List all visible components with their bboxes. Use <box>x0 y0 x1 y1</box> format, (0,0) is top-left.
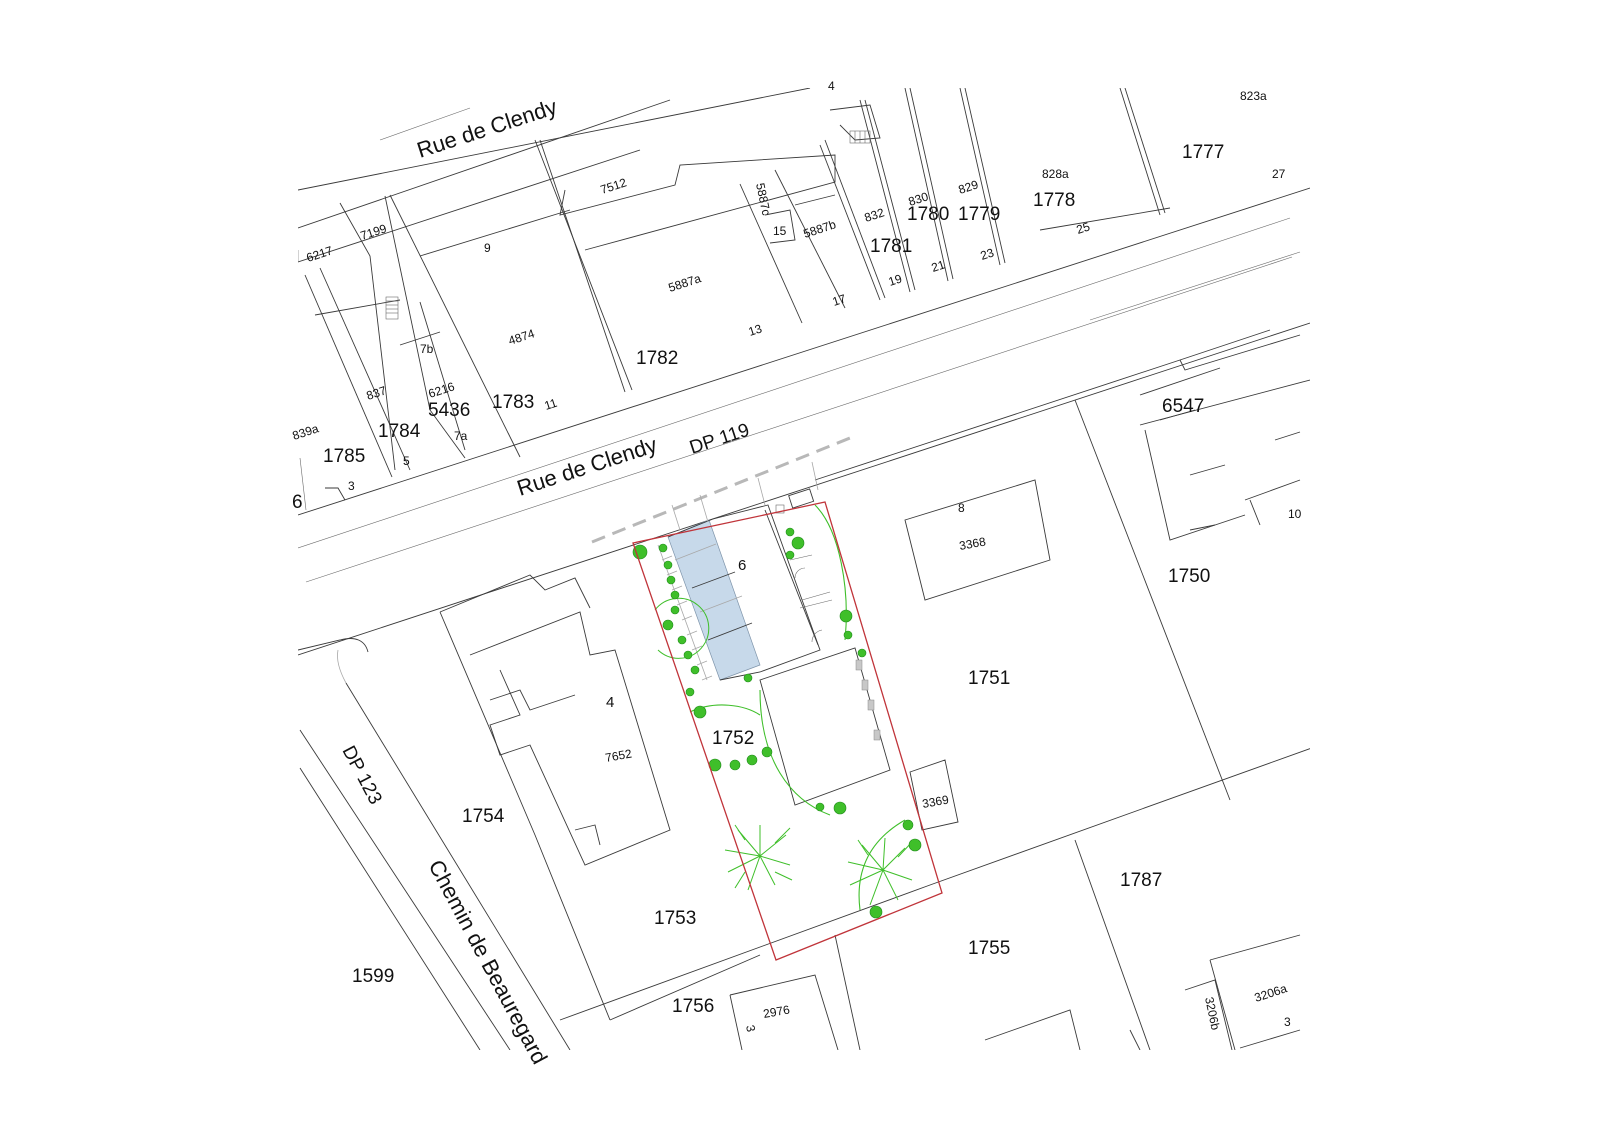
parcel-1779: 1779 <box>958 204 1000 225</box>
parcel-13: 13 <box>747 321 764 339</box>
solar-panel-array <box>667 519 761 681</box>
parcel-832: 832 <box>863 205 887 225</box>
parcel-823a: 823a <box>1240 89 1267 103</box>
parcel-4-south: 4 <box>606 694 614 711</box>
street-label-dp-119: DP 119 <box>687 420 752 459</box>
parcel-1755: 1755 <box>968 938 1010 959</box>
parcel-10: 10 <box>1288 507 1302 521</box>
parcel-829: 829 <box>957 177 981 197</box>
parcel-837: 837 <box>365 383 389 403</box>
parcel-2976: 2976 <box>762 1002 791 1020</box>
parcel-1753: 1753 <box>654 908 696 929</box>
parcel-1781: 1781 <box>870 236 912 257</box>
tree-symbol-west <box>724 824 793 891</box>
parcel-7199: 7199 <box>359 221 389 243</box>
parcel-7a: 7a <box>454 429 468 443</box>
parcel-5887c: 5887c <box>753 182 773 217</box>
plot-boundary <box>632 501 943 961</box>
parcel-1777: 1777 <box>1182 142 1224 163</box>
parcel-5887a: 5887a <box>667 271 703 295</box>
parcel-3369: 3369 <box>921 792 950 810</box>
parcel-23: 23 <box>979 245 996 263</box>
parcel-5436: 5436 <box>428 400 470 421</box>
parcel-27: 27 <box>1272 167 1286 181</box>
parcel-6547: 6547 <box>1162 396 1204 417</box>
parcel-1782: 1782 <box>636 348 678 369</box>
parcel-17: 17 <box>831 291 848 309</box>
parcel-3368: 3368 <box>958 534 987 552</box>
parcel-11: 11 <box>543 396 559 413</box>
bollards <box>855 659 881 741</box>
street-label-rue-de-clendy-south: Rue de Clendy <box>514 432 660 501</box>
parcel-1754: 1754 <box>462 806 505 827</box>
parcel-5887b: 5887b <box>802 217 838 241</box>
parcel-6216: 6216 <box>427 379 457 401</box>
parcel-1783: 1783 <box>492 392 534 413</box>
parcel-828a: 828a <box>1042 167 1069 181</box>
parcel-7b: 7b <box>420 342 434 356</box>
parcel-1752: 1752 <box>712 728 754 749</box>
parcel-6-site: 6 <box>738 557 746 574</box>
parcel-1599: 1599 <box>352 966 394 987</box>
parcel-3-southeast: 3 <box>1284 1015 1291 1029</box>
parcel-8: 8 <box>958 501 965 515</box>
parcel-7652: 7652 <box>604 746 633 764</box>
parcel-1750: 1750 <box>1168 566 1210 587</box>
parcel-3-south: 3 <box>743 1024 758 1034</box>
parcel-6217: 6217 <box>305 243 335 265</box>
parcel-839a: 839a <box>291 421 321 443</box>
parcel-1785: 1785 <box>323 446 365 467</box>
base-map-linework <box>298 88 1310 1050</box>
parcel-1751: 1751 <box>968 668 1010 689</box>
parcel-830: 830 <box>907 189 931 209</box>
parcel-1780: 1780 <box>907 204 949 225</box>
street-label-chemin-de-beauregard: Chemin de Beauregard <box>424 856 553 1069</box>
parcel-3: 3 <box>348 479 355 493</box>
parcel-5: 5 <box>403 454 410 468</box>
parcel-4-north: 4 <box>828 79 835 93</box>
parcel-1784: 1784 <box>378 421 421 442</box>
parcel-3206a: 3206a <box>1253 981 1289 1005</box>
parcel-4874: 4874 <box>507 326 537 348</box>
parcel-3206b: 3206b <box>1202 996 1223 1032</box>
parcel-19: 19 <box>887 271 904 289</box>
parcel-1778: 1778 <box>1033 190 1075 211</box>
project-site <box>632 461 943 961</box>
small-trees <box>632 527 922 919</box>
parcel-1756: 1756 <box>672 996 714 1017</box>
parcel-6: 6 <box>292 492 303 513</box>
parcel-7512: 7512 <box>599 175 629 197</box>
parcel-21: 21 <box>930 257 947 275</box>
parcel-25: 25 <box>1075 219 1092 237</box>
parcel-9: 9 <box>484 241 491 255</box>
stairs-symbol <box>385 130 871 320</box>
parcel-15: 15 <box>773 224 787 238</box>
parcel-1787: 1787 <box>1120 870 1162 891</box>
